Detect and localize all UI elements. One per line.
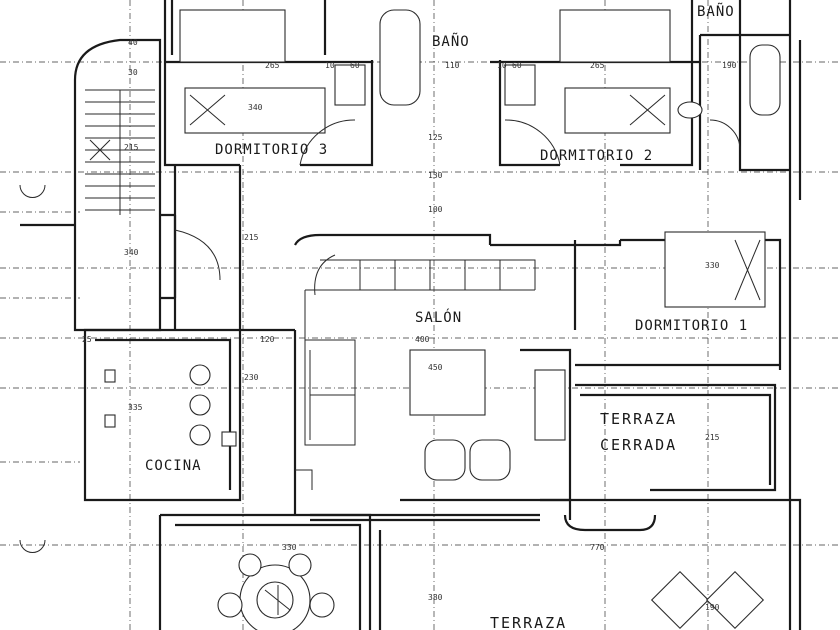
label-cocina: COCINA bbox=[145, 458, 202, 474]
label-terraza: TERRAZA bbox=[490, 614, 567, 630]
label-salon: SALÓN bbox=[415, 308, 462, 326]
dim-label: 265 bbox=[265, 61, 280, 70]
dim-label: 190 bbox=[722, 61, 737, 70]
interior-details bbox=[19, 9, 781, 630]
dim-label: 380 bbox=[428, 593, 443, 602]
dim-label: 100 bbox=[428, 205, 443, 214]
dim-label: 60 bbox=[512, 61, 522, 70]
dim-label: 330 bbox=[282, 543, 297, 552]
dim-label: 30 bbox=[128, 68, 138, 77]
label-dormitorio-1: DORMITORIO 1 bbox=[635, 318, 748, 334]
label-terraza-cerrada-line1: TERRAZA bbox=[600, 410, 677, 428]
dim-label: 215 bbox=[124, 143, 139, 152]
dim-label: 190 bbox=[705, 603, 720, 612]
dim-label: 60 bbox=[350, 61, 360, 70]
label-terraza-cerrada-line2: CERRADA bbox=[600, 436, 677, 454]
room-labels: BAÑO BAÑO DORMITORIO 3 DORMITORIO 2 DORM… bbox=[145, 3, 748, 630]
dim-label: 215 bbox=[244, 233, 259, 242]
walls bbox=[20, 0, 802, 630]
dim-label: 340 bbox=[248, 103, 263, 112]
dim-label: 120 bbox=[260, 335, 275, 344]
label-bano-top: BAÑO bbox=[432, 33, 470, 50]
dim-label: 230 bbox=[244, 373, 259, 382]
dim-label: 40 bbox=[128, 38, 138, 47]
dim-label: 110 bbox=[445, 61, 460, 70]
dim-label: 130 bbox=[428, 171, 443, 180]
dim-label: 265 bbox=[590, 61, 605, 70]
dim-label: 330 bbox=[705, 261, 720, 270]
dim-label: 450 bbox=[428, 363, 443, 372]
label-dormitorio-2: DORMITORIO 2 bbox=[540, 148, 653, 164]
label-dormitorio-3: DORMITORIO 3 bbox=[215, 142, 328, 158]
dim-label: 10 bbox=[325, 61, 335, 70]
dim-label: 770 bbox=[590, 543, 605, 552]
dim-label: 125 bbox=[428, 133, 443, 142]
dim-label: 335 bbox=[128, 403, 143, 412]
dim-label: 25 bbox=[82, 335, 92, 344]
label-bano-right: BAÑO bbox=[697, 3, 735, 20]
dim-label: 215 bbox=[705, 433, 720, 442]
dimension-labels: 265 10 60 110 10 60 265 190 340 215 125 … bbox=[82, 38, 737, 612]
dim-label: 400 bbox=[415, 335, 430, 344]
dim-label: 10 bbox=[497, 61, 507, 70]
dim-label: 340 bbox=[124, 248, 139, 257]
